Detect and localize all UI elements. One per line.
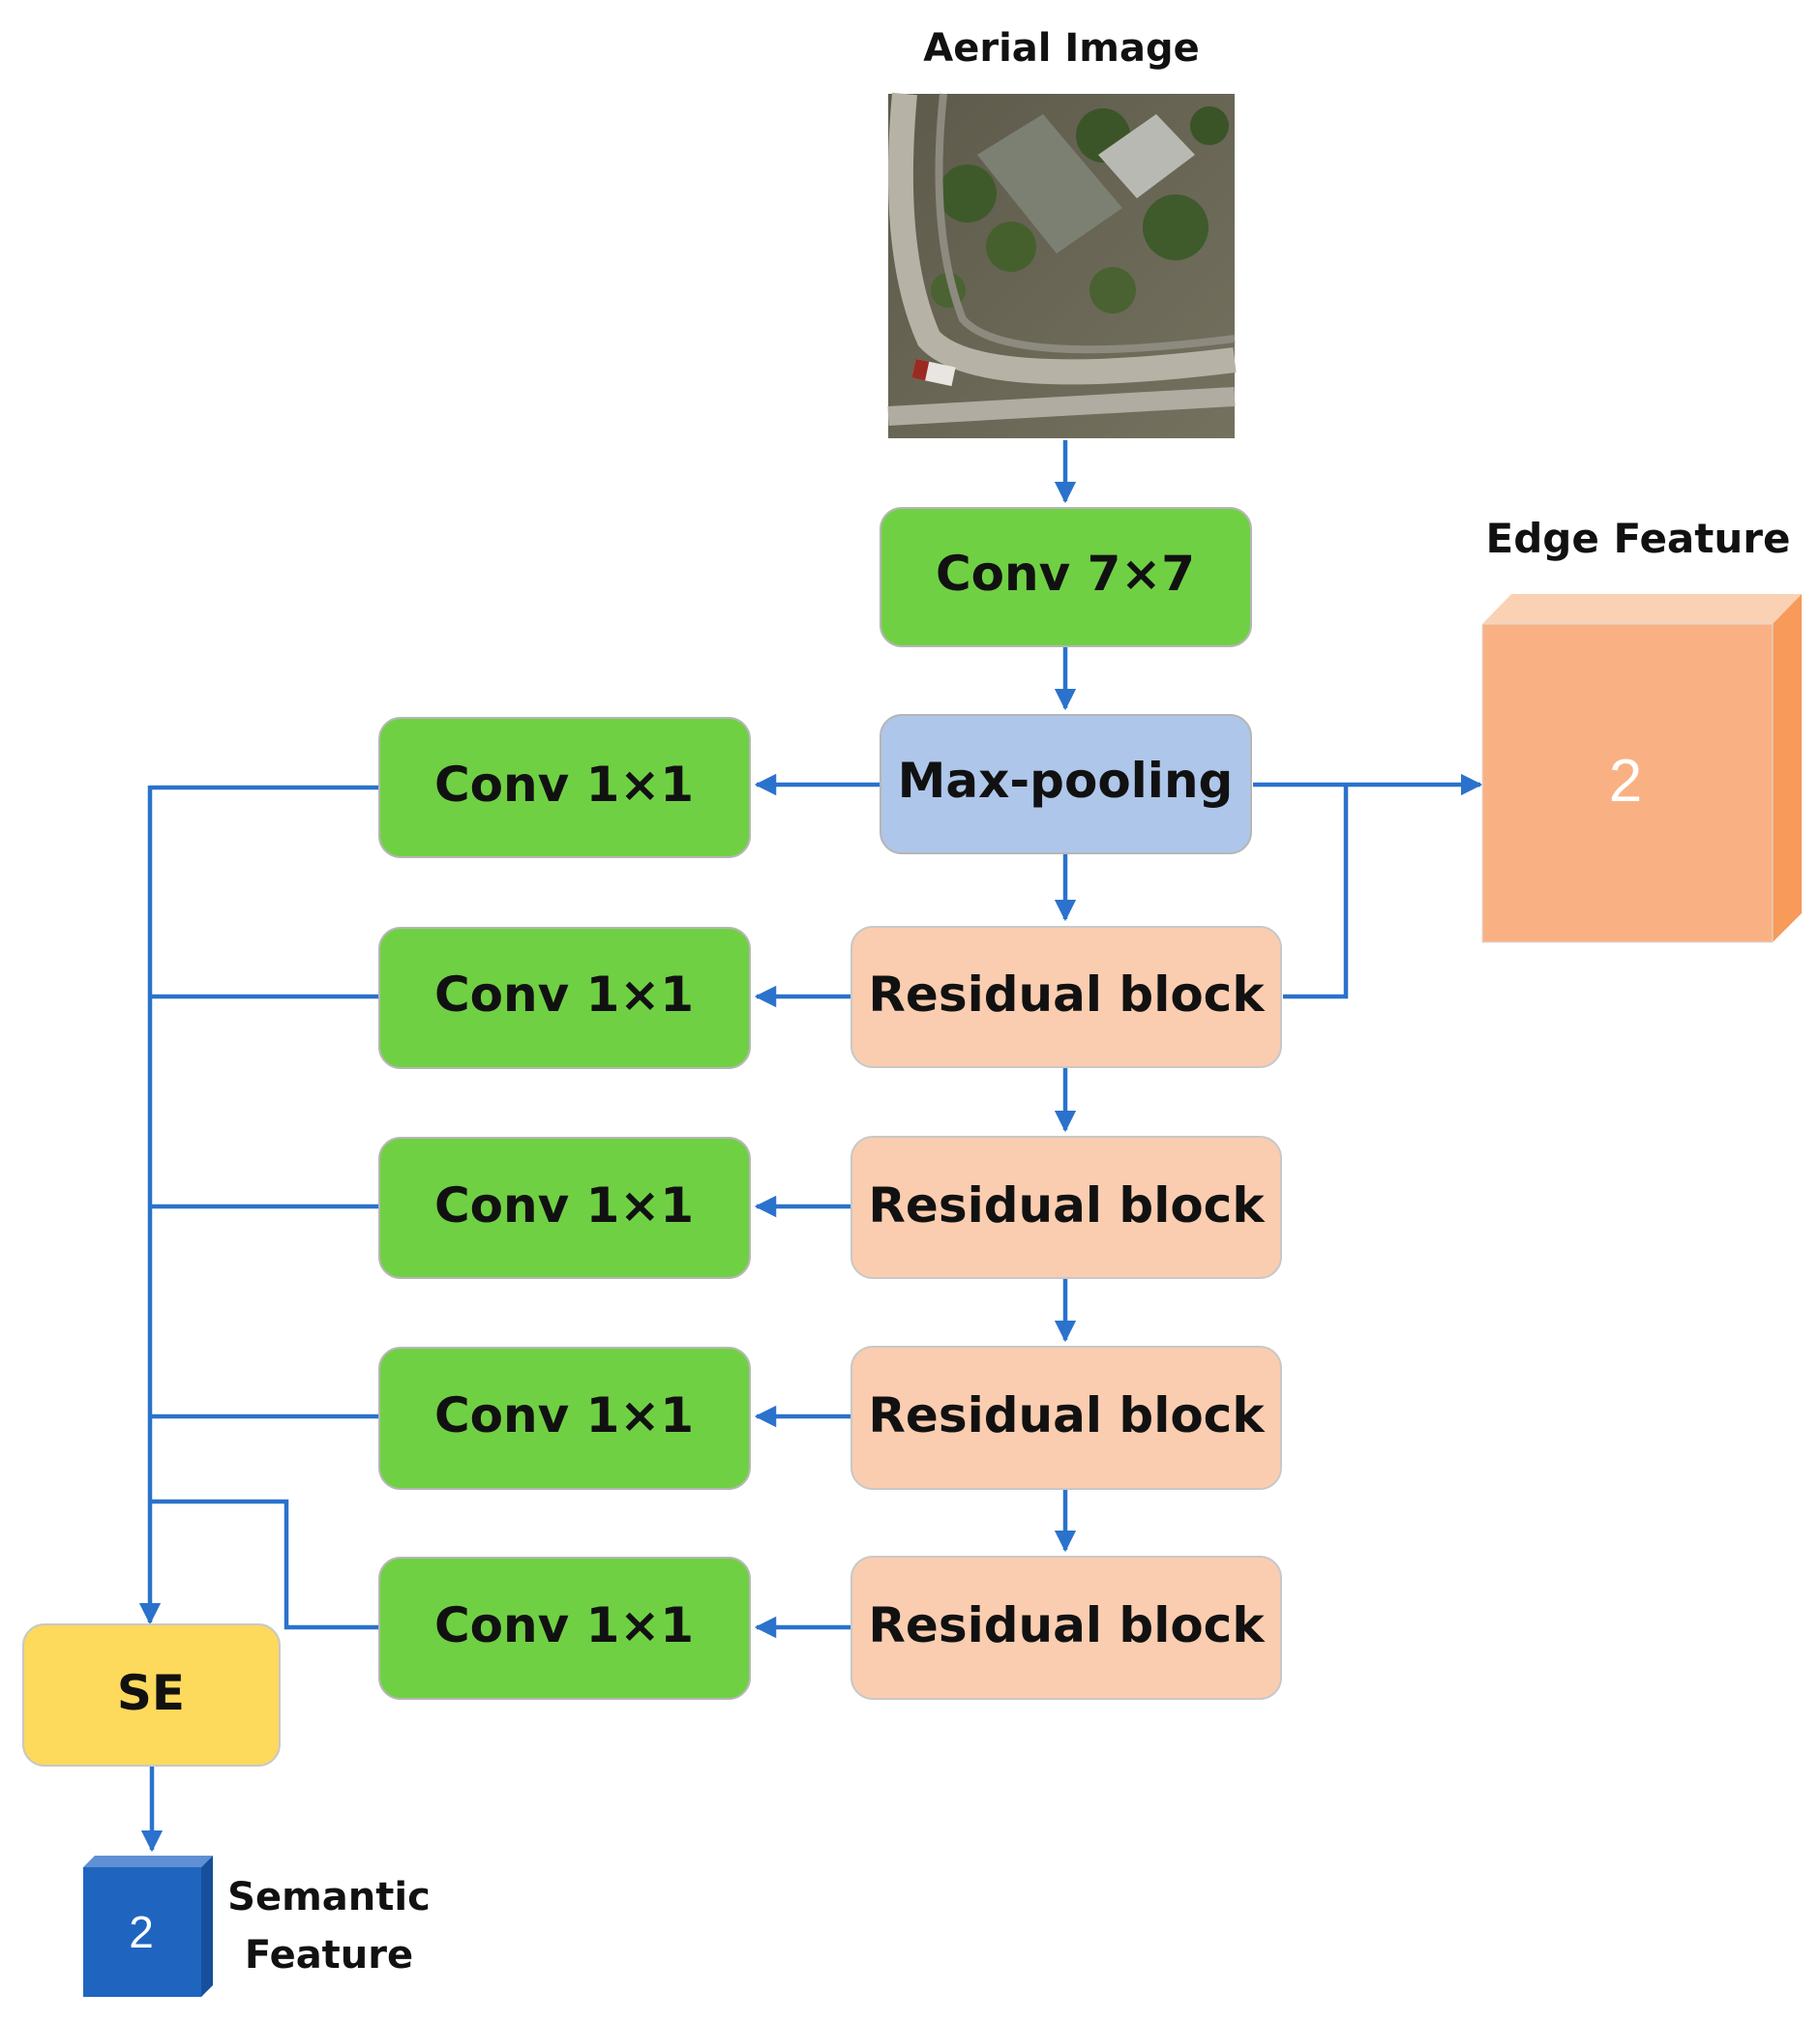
residual-block-4: Residual block	[850, 1556, 1282, 1700]
edge-feature-title: Edge Feature	[1486, 515, 1791, 562]
edge-feature-cube: 2	[1481, 594, 1802, 943]
svg-text:Max-pooling: Max-pooling	[898, 753, 1234, 809]
line-residual1-to-edge	[1283, 785, 1349, 999]
svg-text:Conv 1×1: Conv 1×1	[434, 967, 694, 1023]
svg-text:Conv 1×1: Conv 1×1	[434, 1597, 694, 1653]
conv1x1-block-3: Conv 1×1	[378, 1137, 751, 1279]
residual-block-3: Residual block	[850, 1346, 1282, 1490]
aerial-image	[887, 92, 1237, 438]
svg-text:SE: SE	[117, 1665, 185, 1721]
conv1x1-block-1: Conv 1×1	[378, 717, 751, 858]
svg-text:Residual block: Residual block	[868, 967, 1266, 1023]
connectors	[138, 440, 1483, 1853]
semantic-feature-cube: 2	[83, 1856, 213, 1997]
semantic-feature-title-line1: Semantic	[227, 1875, 431, 1919]
residual-block-2: Residual block	[850, 1136, 1282, 1279]
semantic-feature-value: 2	[129, 1907, 154, 1957]
svg-text:Conv 1×1: Conv 1×1	[434, 757, 694, 813]
semantic-feature-title-line2: Feature	[245, 1933, 413, 1978]
residual-block-1: Residual block	[850, 926, 1282, 1068]
svg-text:Residual block: Residual block	[868, 1177, 1266, 1234]
conv7-block: Conv 7×7	[880, 507, 1252, 647]
svg-text:Conv 1×1: Conv 1×1	[434, 1387, 694, 1443]
svg-text:Conv 7×7: Conv 7×7	[936, 546, 1195, 602]
se-block: SE	[22, 1623, 281, 1767]
conv1x1-block-4: Conv 1×1	[378, 1347, 751, 1490]
conv1x1-block-2: Conv 1×1	[378, 927, 751, 1069]
svg-text:Residual block: Residual block	[868, 1597, 1266, 1653]
maxpool-block: Max-pooling	[880, 714, 1252, 854]
svg-text:Conv 1×1: Conv 1×1	[434, 1177, 694, 1234]
aerial-image-title: Aerial Image	[923, 26, 1199, 71]
svg-text:Residual block: Residual block	[868, 1387, 1266, 1443]
conv1x1-block-5: Conv 1×1	[378, 1557, 751, 1700]
edge-feature-value: 2	[1609, 748, 1642, 815]
line-conv1-5-out	[150, 1499, 379, 1630]
